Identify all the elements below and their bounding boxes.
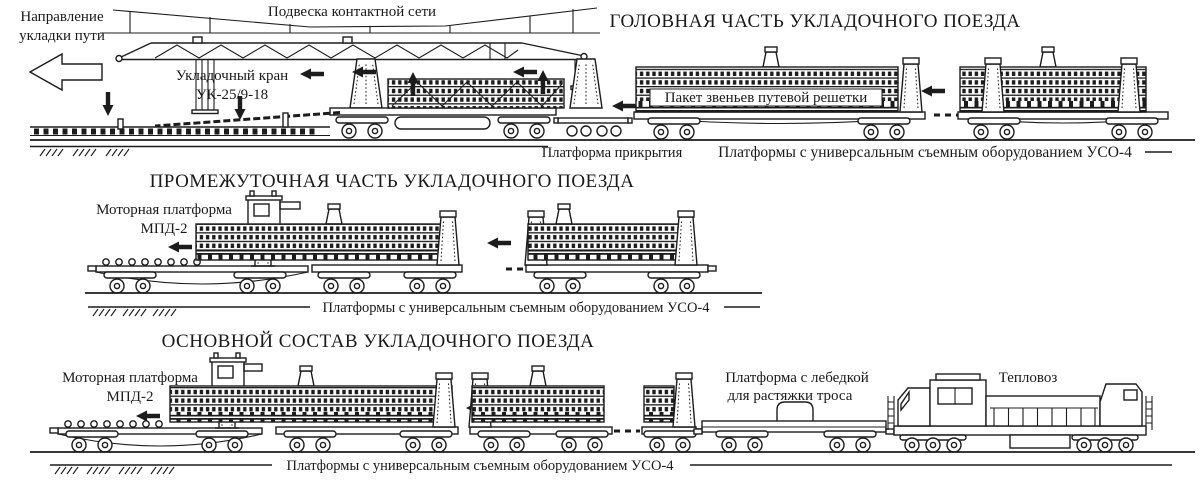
mpd2-tower-cab <box>209 352 263 429</box>
winch-label-line1: Платформа с лебедкой <box>725 370 869 386</box>
catenary-label: Подвеска контактной сети <box>268 4 436 20</box>
track-panel-package <box>527 223 693 261</box>
uso4-wagon <box>957 46 1169 139</box>
ground-hatching <box>54 466 79 475</box>
direction-label-line2: укладки пути <box>19 28 105 44</box>
ground-hatching <box>150 466 175 475</box>
uso4-wagon <box>524 203 717 293</box>
arrow-left-icon <box>136 410 160 422</box>
loco-bogie <box>1071 434 1139 453</box>
locomotive: Тепловоз <box>887 370 1153 453</box>
motor-platform-label-line2: МПД-2 <box>141 221 188 237</box>
pylon <box>436 210 460 266</box>
cover-platform-label: Платформа прикрытия <box>542 145 683 161</box>
pylon <box>432 372 456 428</box>
catenary: Подвеска контактной сети <box>100 4 600 34</box>
section-title-main: ОСНОВНОЙ СОСТАВ УКЛАДОЧНОГО ПОЕЗДА <box>162 331 595 352</box>
uso4-wagon <box>641 372 703 452</box>
crane-beam <box>115 36 588 63</box>
loco-rear-hood <box>1099 383 1143 427</box>
arrow-left-icon <box>612 100 636 112</box>
arrow-left-icon <box>300 68 324 80</box>
loco-fuel-tank <box>1009 434 1071 449</box>
uso4-label-main: Платформы с универсальным съемным оборуд… <box>286 458 674 474</box>
section-head: ГОЛОВНАЯ ЧАСТЬ УКЛАДОЧНОГО ПОЕЗДА Подвес… <box>19 4 1195 161</box>
arrow-left-icon <box>513 66 537 78</box>
crane-leg <box>349 58 383 109</box>
pylon <box>981 57 1005 113</box>
end-ladder <box>887 396 895 430</box>
uso4-wagon <box>169 365 459 452</box>
section-main: ОСНОВНОЙ СОСТАВ УКЛАДОЧНОГО ПОЕЗДА Мотор… <box>30 331 1195 475</box>
uso4-label-head: Платформы с универсальным съемным оборуд… <box>718 144 1132 161</box>
pylon <box>674 210 698 266</box>
motor-platform-mpd2 <box>87 190 309 293</box>
uso4-wagon: Пакет звеньев путевой решетки <box>633 46 926 139</box>
motor-platform-mpd2 <box>49 352 263 452</box>
arrow-down-icon <box>102 92 114 116</box>
mpd2-tower-cab <box>245 190 301 267</box>
crane-label-line2: УК-25/9-18 <box>196 87 268 103</box>
pylon <box>672 372 696 428</box>
pylon <box>297 365 315 387</box>
direction-label-line1: Направление <box>20 9 104 25</box>
loco-hood <box>985 395 1101 427</box>
pylon <box>555 203 573 225</box>
arrow-left-icon <box>168 241 192 253</box>
laying-crane-uk25: Укладочный кран УК-25/9-18 <box>115 36 603 138</box>
loco-windshield <box>900 389 910 412</box>
ground-hatching <box>105 148 130 157</box>
laying-direction: Направление укладки пути <box>19 9 105 92</box>
track-panel-package <box>169 385 453 423</box>
panel-being-laid <box>154 111 341 128</box>
motor-platform-label-line1: Моторная платформа <box>96 202 232 218</box>
loco-bogie <box>899 434 967 453</box>
pylon <box>762 46 780 68</box>
ground-hatching <box>122 308 147 317</box>
arrow-left-icon <box>921 85 945 97</box>
winch-cover <box>776 401 814 421</box>
pylon <box>899 57 923 113</box>
track-panel-package <box>195 223 456 261</box>
cover-platform <box>553 117 633 137</box>
uso4-wagon <box>468 365 613 452</box>
uso4-label-intermediate: Платформы с универсальным съемным оборуд… <box>322 300 710 316</box>
ground-hatching <box>92 308 117 317</box>
crane-label-line1: Укладочный кран <box>176 68 288 84</box>
ground-hatching <box>118 466 143 475</box>
track-panel-package <box>471 385 605 423</box>
motor-platform-label-line1: Моторная платформа <box>62 370 198 386</box>
ground-hatching <box>72 148 97 157</box>
ground-hatching <box>86 466 111 475</box>
section-intermediate: ПРОМЕЖУТОЧНАЯ ЧАСТЬ УКЛАДОЧНОГО ПОЕЗДА М… <box>85 171 762 317</box>
package-label: Пакет звеньев путевой решетки <box>665 90 868 106</box>
crane-car <box>329 107 557 138</box>
ground-intermediate <box>85 292 762 317</box>
ground-hatching <box>39 148 64 157</box>
pylon <box>1039 46 1057 68</box>
end-ladder <box>1145 396 1153 430</box>
ground-main <box>30 451 1195 475</box>
ground-head <box>30 139 1195 157</box>
section-title-intermediate: ПРОМЕЖУТОЧНАЯ ЧАСТЬ УКЛАДОЧНОГО ПОЕЗДА <box>150 171 635 192</box>
pylon <box>529 365 547 387</box>
track-panel-package <box>643 385 675 423</box>
crane-package <box>387 78 565 109</box>
ground-hatching <box>152 308 177 317</box>
locomotive-label: Тепловоз <box>999 370 1058 386</box>
direction-arrow-icon <box>28 52 103 92</box>
section-title-head: ГОЛОВНАЯ ЧАСТЬ УКЛАДОЧНОГО ПОЕЗДА <box>609 11 1020 32</box>
winch-label-line2: для растяжки троса <box>728 388 853 404</box>
winch-platform: Платформа с лебедкой для растяжки троса <box>693 370 895 452</box>
motor-platform-label-line2: МПД-2 <box>107 389 154 405</box>
pylon <box>325 203 343 225</box>
uso4-wagon <box>195 203 463 293</box>
laid-track <box>30 111 341 137</box>
arrow-left-icon <box>487 237 511 249</box>
pylon <box>1117 57 1141 113</box>
